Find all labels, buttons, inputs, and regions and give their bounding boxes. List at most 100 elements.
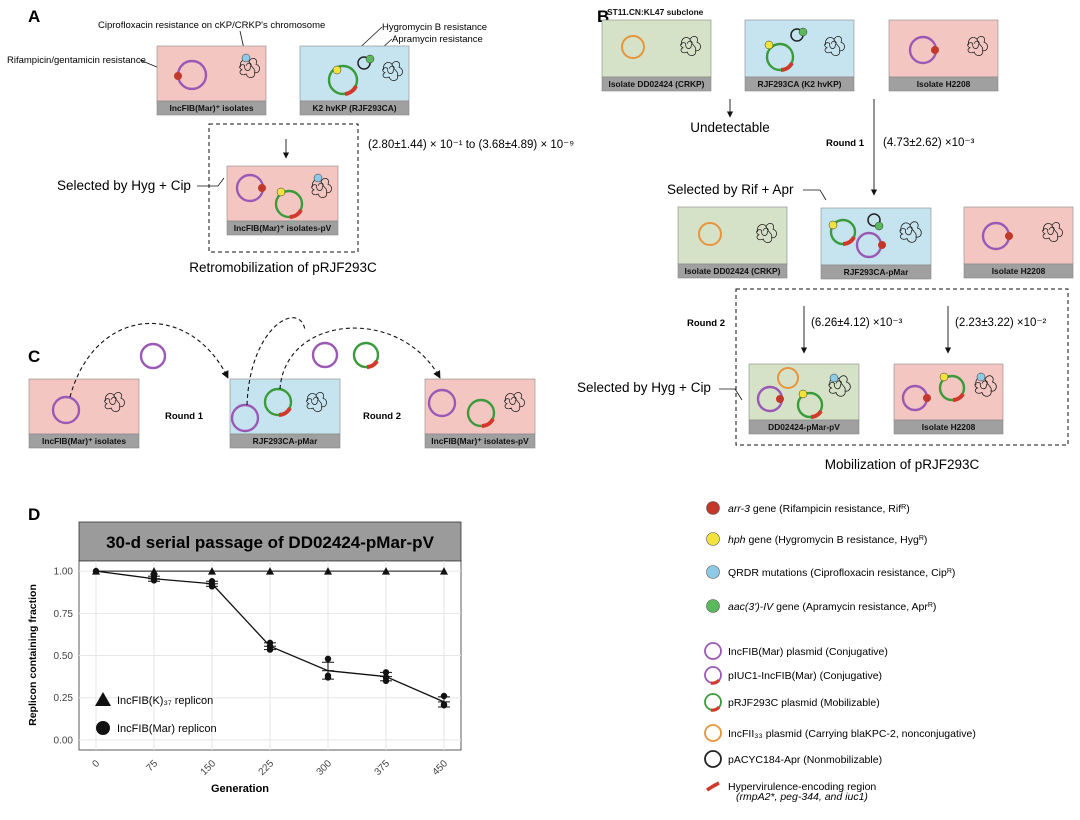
box-b-bot2: Isolate H2208 bbox=[893, 363, 1004, 435]
x-tick-label: 225 bbox=[257, 758, 277, 778]
freq2a-b: (6.26±4.12) ×10⁻³ bbox=[811, 317, 903, 329]
legend-entry-text: arr-3 gene (Rifampicin resistance, RifR) bbox=[728, 503, 910, 515]
note-rif: Rifampicin/gentamicin resistance bbox=[7, 55, 146, 66]
legend-entry-text: aac(3')-IV gene (Apramycin resistance, A… bbox=[728, 601, 936, 613]
box-b-top2: RJF293CA (K2 hvKP) bbox=[744, 19, 855, 92]
box-a2-label: K2 hvKP (RJF293CA) bbox=[312, 103, 396, 113]
series-incfibmar-point bbox=[92, 567, 100, 575]
legend-entry-text: pRJF293C plasmid (Mobilizable) bbox=[728, 697, 880, 709]
legend-hv-icon bbox=[706, 781, 720, 792]
box-a3-label: IncFIB(Mar)⁺ isolates-pV bbox=[234, 223, 332, 233]
box-a3: IncFIB(Mar)⁺ isolates-pV bbox=[226, 165, 339, 236]
series-incfibmar-point bbox=[382, 669, 390, 676]
chart-marks bbox=[92, 567, 450, 709]
series-incfibmar-point bbox=[324, 655, 332, 663]
panel-d-label: D bbox=[28, 505, 40, 524]
box-b-bot1: DD02424-pMar-pV bbox=[748, 363, 860, 435]
legend-plasmid-icon bbox=[704, 750, 722, 768]
box-b-top3-label: Isolate H2208 bbox=[917, 79, 971, 89]
legend-dot-icon bbox=[706, 532, 720, 546]
series-incfibk-point bbox=[439, 567, 448, 575]
chart-title: 30-d serial passage of DD02424-pMar-pV bbox=[106, 533, 435, 552]
round1-b: Round 1 bbox=[826, 138, 865, 149]
legend-hv-mark bbox=[710, 678, 721, 685]
series-incfibk-point bbox=[208, 567, 217, 575]
round2-c: Round 2 bbox=[363, 411, 401, 422]
note-hyg: Hygromycin B resistance bbox=[382, 22, 487, 33]
series-incfibmar-point bbox=[324, 674, 332, 681]
box-a1-label: IncFIB(Mar)⁺ isolates bbox=[170, 103, 254, 113]
caption-a: Retromobilization of pRJF293C bbox=[189, 260, 377, 275]
legend-dot-icon bbox=[706, 565, 720, 579]
box-a2: K2 hvKP (RJF293CA) bbox=[299, 45, 410, 116]
note-cip: Ciprofloxacin resistance on cKP/CRKP's c… bbox=[98, 20, 325, 31]
dashed-box-b bbox=[735, 288, 1069, 446]
subclone-label: ST11.CN:KL47 subclone bbox=[607, 7, 704, 17]
box-b-mid1-label: Isolate DD02424 (CRKP) bbox=[685, 266, 781, 276]
x-tick-label: 375 bbox=[373, 758, 393, 778]
series-incfibmar-point bbox=[266, 646, 274, 653]
selected1-b: Selected by Rif + Apr bbox=[667, 182, 794, 197]
legend-entry-text: IncFIB(Mar) plasmid (Conjugative) bbox=[728, 646, 888, 658]
legend-entry-text: pIUC1-IncFIB(Mar) (Conjugative) bbox=[728, 670, 882, 682]
legend-circle-marker bbox=[96, 721, 110, 735]
undetectable: Undetectable bbox=[690, 120, 770, 135]
x-tick-label: 0 bbox=[90, 758, 102, 770]
freq-a: (2.80±1.44) × 10⁻¹ to (3.68±4.89) × 10⁻⁹ bbox=[368, 139, 574, 151]
selected-a: Selected by Hyg + Cip bbox=[57, 178, 191, 193]
round1-c: Round 1 bbox=[165, 411, 204, 422]
box-b-top1: Isolate DD02424 (CRKP) bbox=[601, 19, 712, 92]
x-tick-label: 450 bbox=[431, 758, 451, 778]
series-incfibmar-point bbox=[382, 677, 390, 685]
box-c1: IncFIB(Mar)⁺ isolates bbox=[28, 378, 140, 449]
series-incfibmar-point bbox=[208, 583, 216, 590]
box-a1: IncFIB(Mar)⁺ isolates bbox=[156, 45, 267, 116]
box-c2-label: RJF293CA-pMar bbox=[253, 436, 318, 446]
box-b-mid1: Isolate DD02424 (CRKP) bbox=[677, 206, 788, 279]
legend-plasmid-icon bbox=[704, 724, 722, 742]
y-axis-label: Replicon containing fraction bbox=[27, 584, 39, 726]
round2-b: Round 2 bbox=[687, 318, 725, 329]
x-tick-label: 300 bbox=[315, 758, 335, 778]
dashed-box-a bbox=[208, 123, 359, 253]
box-b-bot1-label: DD02424-pMar-pV bbox=[768, 422, 840, 432]
y-tick-label: 0.00 bbox=[54, 735, 74, 746]
x-axis-label: Generation bbox=[211, 783, 269, 795]
series-incfibk-point bbox=[381, 567, 390, 575]
y-tick-label: 0.75 bbox=[54, 609, 74, 620]
legend-series-1: IncFIB(K)₃₇ replicon bbox=[117, 695, 213, 707]
box-b-bot2-label: Isolate H2208 bbox=[922, 422, 976, 432]
box-c2: RJF293CA-pMar bbox=[229, 378, 341, 449]
box-b-mid3: Isolate H2208 bbox=[963, 206, 1074, 279]
legend-series-2: IncFIB(Mar) replicon bbox=[117, 723, 217, 735]
note-apr: Apramycin resistance bbox=[392, 34, 483, 45]
freq2b-b: (2.23±3.22) ×10⁻² bbox=[955, 317, 1047, 329]
y-tick-label: 1.00 bbox=[54, 567, 74, 578]
series-incfibmar-point bbox=[150, 577, 158, 584]
legend-entry-text: pACYC184-Apr (Nonmobilizable) bbox=[728, 754, 882, 766]
legend-entry-text: hph gene (Hygromycin B resistance, HygR) bbox=[728, 534, 927, 546]
selected2-b: Selected by Hyg + Cip bbox=[577, 380, 711, 395]
box-b-top2-label: RJF293CA (K2 hvKP) bbox=[758, 79, 842, 89]
series-incfibk-point bbox=[150, 567, 159, 575]
box-c3: IncFIB(Mar)⁺ isolates-pV bbox=[424, 378, 536, 449]
legend-entry-text: Hypervirulence-encoding region bbox=[728, 781, 876, 793]
box-c3-label: IncFIB(Mar)⁺ isolates-pV bbox=[431, 436, 529, 446]
caption-b: Mobilization of pRJF293C bbox=[825, 457, 980, 472]
panel-c-label: C bbox=[28, 347, 40, 366]
box-b-mid3-label: Isolate H2208 bbox=[992, 266, 1046, 276]
legend-entry-text: IncFII₃₃ plasmid (Carrying blaKPC-2, non… bbox=[728, 728, 976, 740]
legend-dot-icon bbox=[706, 599, 720, 613]
box-b-mid2: RJF293CA-pMar bbox=[820, 207, 932, 280]
y-tick-label: 0.50 bbox=[54, 651, 74, 662]
box-b-top1-label: Isolate DD02424 (CRKP) bbox=[609, 79, 705, 89]
legend-hv-mark bbox=[710, 705, 721, 712]
legend-triangle-marker bbox=[95, 692, 111, 706]
legend-entry-text: QRDR mutations (Ciprofloxacin resistance… bbox=[728, 567, 955, 579]
legend-plasmid-icon bbox=[704, 642, 722, 660]
x-tick-label: 150 bbox=[199, 758, 219, 778]
series-incfibmar-point bbox=[440, 702, 448, 709]
legend-dot-icon bbox=[706, 501, 720, 515]
x-tick-label: 75 bbox=[144, 758, 160, 774]
